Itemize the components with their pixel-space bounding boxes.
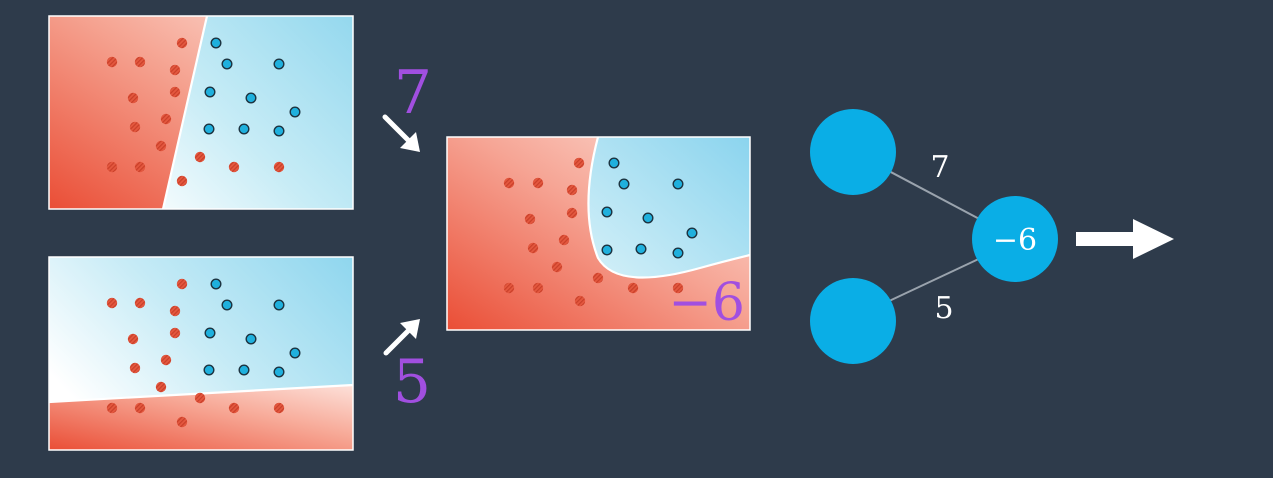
blue-point: [204, 86, 216, 98]
blue-point: [672, 178, 684, 190]
red-point: [176, 37, 188, 49]
red-point: [532, 282, 544, 294]
blue-region: [163, 16, 353, 209]
output-node-label: −6: [993, 223, 1037, 258]
output-node: [972, 196, 1058, 282]
red-point: [169, 64, 181, 76]
edge-bottom: [886, 255, 986, 303]
red-point: [176, 278, 188, 290]
red-point: [532, 177, 544, 189]
red-point: [273, 161, 285, 173]
weight-bottom-label: 5: [393, 347, 431, 417]
red-point: [503, 177, 515, 189]
blue-point: [204, 327, 216, 339]
red-point: [592, 272, 604, 284]
red-point: [106, 297, 118, 309]
panel-top-left: [48, 15, 354, 210]
red-point: [228, 402, 240, 414]
blue-point: [273, 299, 285, 311]
blue-point: [238, 123, 250, 135]
red-point: [106, 402, 118, 414]
arrow-down-right-icon: [382, 114, 420, 152]
red-point: [106, 56, 118, 68]
red-point: [134, 56, 146, 68]
arrow-right-icon: [1076, 219, 1174, 259]
blue-point: [210, 278, 222, 290]
blue-point: [210, 37, 222, 49]
panel-bottom-left: [48, 256, 354, 451]
red-point: [228, 161, 240, 173]
red-point: [551, 261, 563, 273]
red-point: [129, 121, 141, 133]
blue-point: [601, 206, 613, 218]
panel-border: [48, 15, 354, 210]
red-point: [627, 282, 639, 294]
blue-point: [203, 364, 215, 376]
blue-point: [601, 244, 613, 256]
red-point: [672, 282, 684, 294]
arrow-up-right-icon: [383, 319, 420, 356]
red-point: [160, 354, 172, 366]
edge-top: [886, 169, 986, 223]
red-point: [573, 157, 585, 169]
blue-point: [642, 212, 654, 224]
weight-top-label: 7: [394, 58, 432, 128]
red-point: [574, 295, 586, 307]
red-point: [155, 140, 167, 152]
red-point: [129, 362, 141, 374]
bias-label: −6: [668, 273, 745, 333]
blue-point: [203, 123, 215, 135]
blue-point: [245, 92, 257, 104]
blue-point: [635, 243, 647, 255]
blue-point: [618, 178, 630, 190]
edge-weight-bottom: 5: [934, 291, 953, 326]
red-point: [106, 161, 118, 173]
blue-point: [273, 58, 285, 70]
red-point: [127, 92, 139, 104]
red-point: [503, 282, 515, 294]
blue-point: [221, 58, 233, 70]
blue-point: [238, 364, 250, 376]
blue-point: [273, 366, 285, 378]
red-point: [176, 175, 188, 187]
decision-boundary: [587, 137, 750, 279]
blue-point: [289, 106, 301, 118]
panel-border: [446, 136, 751, 331]
red-point: [134, 297, 146, 309]
red-point: [134, 161, 146, 173]
red-point: [566, 184, 578, 196]
red-point: [169, 305, 181, 317]
edge-weight-top: 7: [930, 150, 949, 185]
blue-point: [273, 125, 285, 137]
panel-combined: −6: [446, 136, 751, 333]
blue-point: [289, 347, 301, 359]
red-point: [566, 207, 578, 219]
decision-boundary: [161, 16, 209, 209]
red-point: [194, 151, 206, 163]
red-point: [527, 242, 539, 254]
red-point: [194, 392, 206, 404]
blue-point: [686, 227, 698, 239]
red-point: [558, 234, 570, 246]
panel-border: [48, 256, 354, 451]
input-node-top: [810, 109, 896, 195]
blue-point: [221, 299, 233, 311]
blue-point: [245, 333, 257, 345]
red-point: [127, 333, 139, 345]
red-point: [176, 416, 188, 428]
network: 7 5 −6: [810, 109, 1058, 364]
red-point: [155, 381, 167, 393]
red-point: [273, 402, 285, 414]
red-point: [134, 402, 146, 414]
red-point: [169, 86, 181, 98]
input-node-bottom: [810, 278, 896, 364]
red-point: [524, 213, 536, 225]
blue-point: [672, 247, 684, 259]
red-point: [169, 327, 181, 339]
blue-region: [588, 137, 750, 278]
blue-point: [608, 157, 620, 169]
red-region: [49, 385, 353, 450]
red-point: [160, 113, 172, 125]
